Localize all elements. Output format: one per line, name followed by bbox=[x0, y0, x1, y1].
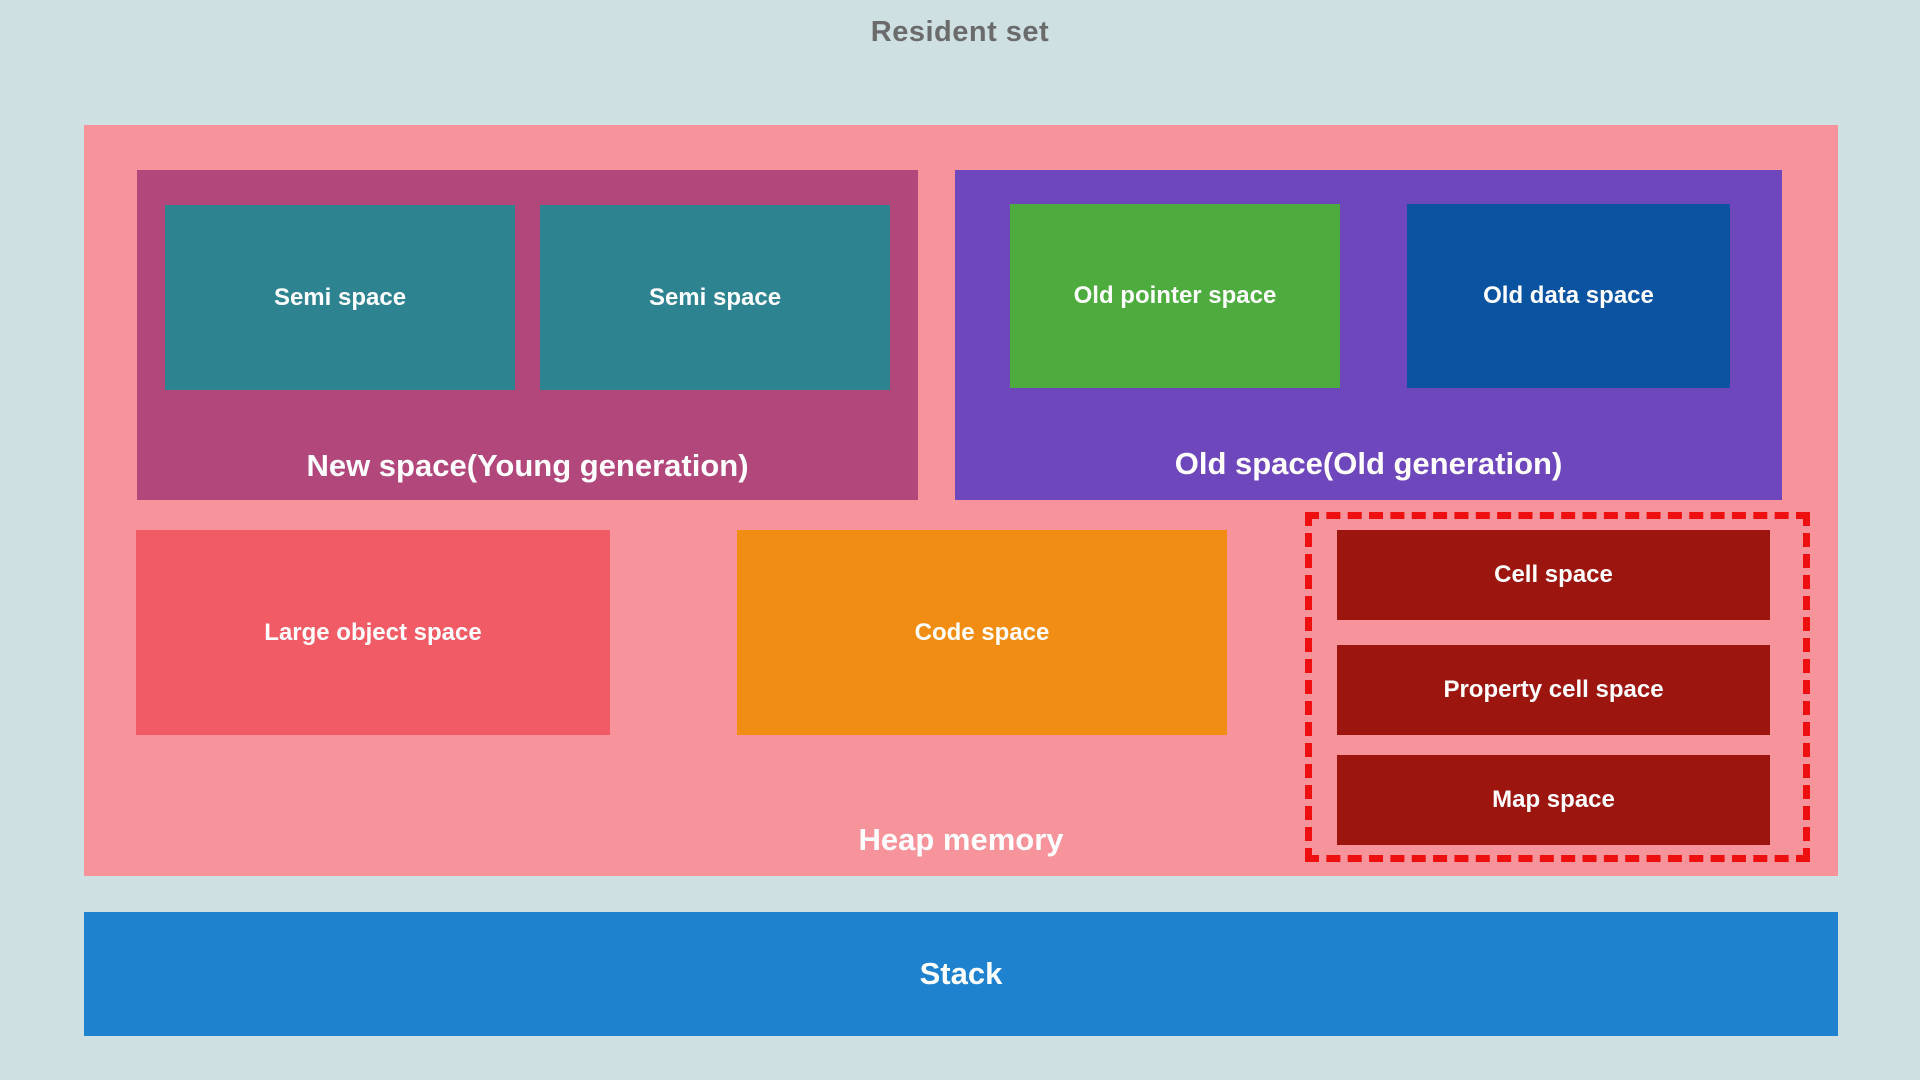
old-data-space-box: Old data space bbox=[1407, 204, 1730, 388]
old-space-box: Old pointer space Old data space Old spa… bbox=[955, 170, 1782, 500]
map-space-label: Map space bbox=[1492, 786, 1615, 813]
new-space-label: New space(Young generation) bbox=[306, 448, 749, 483]
code-space-box: Code space bbox=[737, 530, 1227, 735]
old-space-label: Old space(Old generation) bbox=[1174, 446, 1563, 481]
large-object-space-label: Large object space bbox=[264, 618, 482, 646]
diagram-title: Resident set bbox=[870, 16, 1050, 48]
map-space-box: Map space bbox=[1337, 755, 1770, 845]
semi-space-label: Semi space bbox=[273, 283, 407, 311]
cell-space-box: Cell space bbox=[1337, 530, 1770, 620]
heap-memory-label: Heap memory bbox=[858, 822, 1064, 857]
semi-space-label: Semi space bbox=[648, 283, 782, 311]
semi-space-box: Semi space bbox=[540, 205, 890, 390]
new-space-box: Semi space Semi space New space(Young ge… bbox=[137, 170, 918, 500]
property-cell-space-label: Property cell space bbox=[1443, 676, 1664, 703]
old-pointer-space-box: Old pointer space bbox=[1010, 204, 1340, 388]
large-object-space-box: Large object space bbox=[136, 530, 610, 735]
cell-space-label: Cell space bbox=[1494, 561, 1613, 588]
old-data-space-label: Old data space bbox=[1483, 282, 1654, 309]
stack-box: Stack bbox=[84, 912, 1838, 1036]
semi-space-box: Semi space bbox=[165, 205, 515, 390]
old-pointer-space-label: Old pointer space bbox=[1073, 282, 1277, 309]
cell-space-group: Cell space Property cell space Map space bbox=[1305, 512, 1810, 862]
code-space-label: Code space bbox=[914, 618, 1050, 646]
heap-memory-box: Semi space Semi space New space(Young ge… bbox=[84, 125, 1838, 876]
property-cell-space-box: Property cell space bbox=[1337, 645, 1770, 735]
stack-label: Stack bbox=[919, 956, 1003, 991]
